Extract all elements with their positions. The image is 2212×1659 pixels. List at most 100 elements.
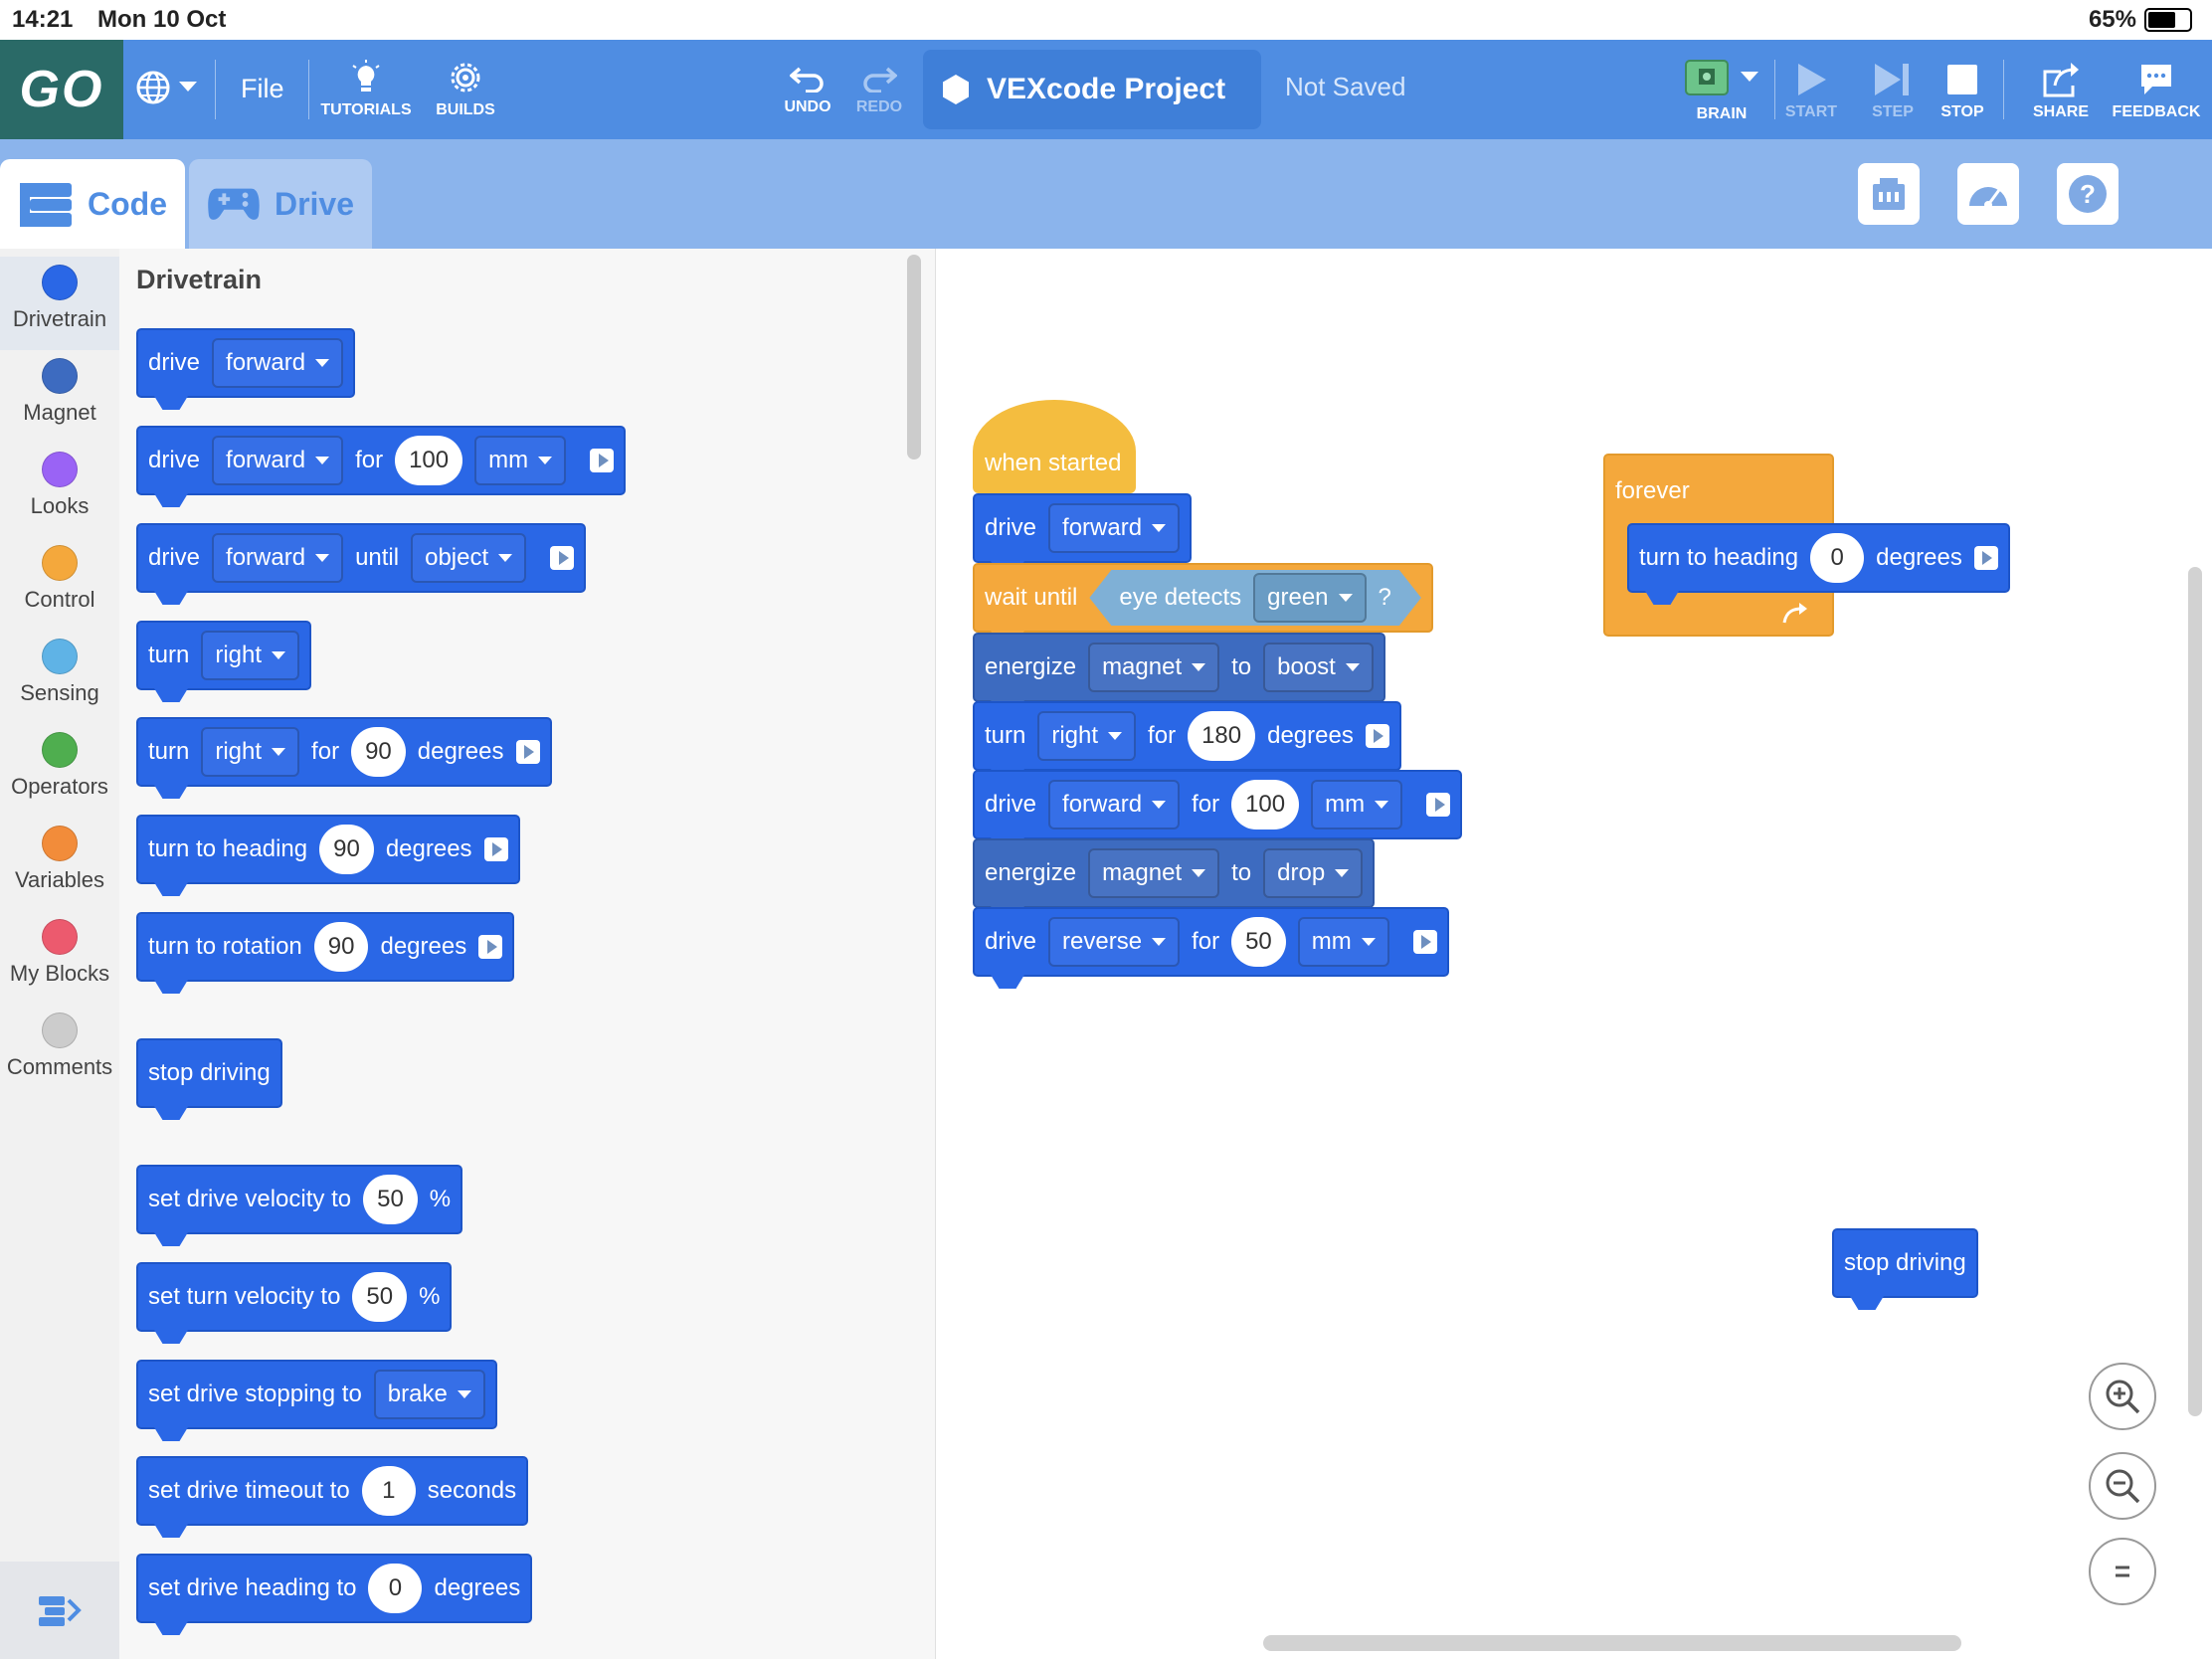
direction-dropdown[interactable]: reverse (1048, 917, 1181, 967)
drive-until-block[interactable]: drive forward until object (136, 523, 587, 593)
unit-dropdown[interactable]: mm (1311, 780, 1403, 830)
angle-input[interactable]: 90 (351, 727, 406, 777)
set-drive-timeout-block[interactable]: set drive timeout to 1 seconds (136, 1456, 529, 1526)
zoom-reset-button[interactable] (2089, 1538, 2156, 1605)
color-dropdown[interactable]: green (1253, 573, 1366, 623)
expand-arrow-icon[interactable] (478, 935, 503, 959)
step-button[interactable]: STEP (1858, 54, 1928, 129)
tab-drive[interactable]: Drive (189, 159, 372, 249)
zoom-out-button[interactable] (2089, 1452, 2156, 1520)
drive-for-block[interactable]: drive forward for 100 mm (973, 770, 1463, 839)
zoom-in-button[interactable] (2089, 1363, 2156, 1430)
turn-for-block[interactable]: turn right for 90 degrees (136, 717, 552, 787)
drive-for-block[interactable]: drive reverse for 50 mm (973, 907, 1449, 977)
rotation-input[interactable]: 90 (313, 922, 369, 972)
angle-input[interactable]: 180 (1188, 711, 1256, 761)
velocity-input[interactable]: 50 (352, 1272, 408, 1322)
device-info-button[interactable] (1858, 163, 1920, 225)
magnet-mode-dropdown[interactable]: boost (1263, 643, 1374, 692)
go-logo: GO (0, 40, 123, 139)
heading-input[interactable]: 0 (1810, 533, 1865, 583)
distance-input[interactable]: 50 (1231, 917, 1286, 967)
magnet-mode-dropdown[interactable]: drop (1263, 848, 1364, 898)
category-comments[interactable]: Comments (0, 1005, 119, 1098)
expand-arrow-icon[interactable] (1412, 930, 1437, 954)
turn-for-block[interactable]: turn right for 180 degrees (973, 701, 1401, 771)
expand-arrow-icon[interactable] (550, 546, 575, 570)
share-button[interactable]: SHARE (2025, 54, 2097, 129)
vertical-scrollbar[interactable] (2188, 567, 2202, 1416)
stop-button[interactable]: STOP (1928, 54, 1997, 129)
direction-dropdown[interactable]: forward (1048, 780, 1181, 830)
expand-arrow-icon[interactable] (483, 837, 508, 861)
condition-dropdown[interactable]: object (411, 533, 527, 583)
turn-to-heading-block[interactable]: turn to heading 0 degrees (1627, 523, 2010, 593)
turn-direction-dropdown[interactable]: right (201, 727, 300, 777)
feedback-button[interactable]: FEEDBACK (2109, 54, 2204, 129)
category-looks[interactable]: Looks (0, 444, 119, 537)
expand-arrow-icon[interactable] (515, 740, 540, 764)
distance-input[interactable]: 100 (1231, 780, 1300, 830)
redo-button[interactable]: REDO (839, 54, 919, 125)
tutorials-button[interactable]: TUTORIALS (316, 54, 416, 125)
direction-dropdown[interactable]: forward (1048, 503, 1181, 553)
direction-dropdown[interactable]: forward (212, 533, 344, 583)
category-operators[interactable]: Operators (0, 724, 119, 818)
expand-arrow-icon[interactable] (590, 449, 615, 472)
set-turn-velocity-block[interactable]: set turn velocity to 50 % (136, 1262, 453, 1332)
turn-block[interactable]: turn right (136, 621, 312, 690)
direction-dropdown[interactable]: forward (212, 436, 344, 485)
direction-dropdown[interactable]: forward (212, 338, 344, 388)
expand-arrow-icon[interactable] (1365, 724, 1389, 748)
gauge-icon (1969, 187, 2007, 209)
expand-arrow-icon[interactable] (1426, 793, 1451, 817)
dashboard-button[interactable] (1957, 163, 2019, 225)
velocity-input[interactable]: 50 (363, 1175, 418, 1224)
expand-arrow-icon[interactable] (1973, 546, 1998, 570)
category-sensing[interactable]: Sensing (0, 631, 119, 724)
timeout-input[interactable]: 1 (361, 1466, 416, 1516)
project-name-field[interactable]: VEXcode Project (923, 50, 1261, 129)
horizontal-scrollbar[interactable] (1263, 1635, 1961, 1651)
magnet-dropdown[interactable]: magnet (1088, 643, 1220, 692)
heading-input[interactable]: 0 (368, 1564, 423, 1613)
set-drive-velocity-block[interactable]: set drive velocity to 50 % (136, 1165, 463, 1234)
wait-until-block[interactable]: wait until eye detects green ? (973, 563, 1433, 633)
stop-driving-block[interactable]: stop driving (136, 1038, 282, 1108)
magnet-dropdown[interactable]: magnet (1088, 848, 1220, 898)
help-button[interactable]: ? (2057, 163, 2119, 225)
file-menu[interactable]: File (241, 74, 284, 103)
unit-dropdown[interactable]: mm (474, 436, 567, 485)
energize-magnet-block[interactable]: energize magnet to drop (973, 838, 1376, 908)
when-started-block[interactable]: when started (973, 400, 1136, 493)
set-drive-stopping-block[interactable]: set drive stopping to brake (136, 1360, 497, 1429)
category-variables[interactable]: Variables (0, 818, 119, 911)
eye-detects-condition[interactable]: eye detects green ? (1089, 570, 1421, 626)
category-drivetrain[interactable]: Drivetrain (0, 257, 119, 350)
distance-input[interactable]: 100 (395, 436, 463, 485)
turn-to-heading-block[interactable]: turn to heading 90 degrees (136, 815, 520, 884)
category-magnet[interactable]: Magnet (0, 350, 119, 444)
undo-button[interactable]: UNDO (768, 54, 847, 125)
brain-button[interactable]: BRAIN (1667, 54, 1776, 129)
extensions-button[interactable] (0, 1562, 119, 1659)
heading-input[interactable]: 90 (319, 825, 374, 874)
turn-to-rotation-block[interactable]: turn to rotation 90 degrees (136, 912, 515, 982)
drive-block[interactable]: drive forward (136, 328, 356, 398)
energize-magnet-block[interactable]: energize magnet to boost (973, 633, 1385, 702)
palette-scrollbar[interactable] (907, 255, 921, 460)
turn-direction-dropdown[interactable]: right (1037, 711, 1137, 761)
category-control[interactable]: Control (0, 537, 119, 631)
unit-dropdown[interactable]: mm (1297, 917, 1389, 967)
language-menu-button[interactable] (135, 70, 197, 105)
drive-for-block[interactable]: drive forward for 100 mm (136, 426, 627, 495)
category-my-blocks[interactable]: My Blocks (0, 911, 119, 1005)
set-drive-heading-block[interactable]: set drive heading to 0 degrees (136, 1554, 533, 1623)
drive-block[interactable]: drive forward (973, 493, 1193, 563)
tab-code[interactable]: Code (0, 159, 185, 249)
stopping-mode-dropdown[interactable]: brake (373, 1370, 485, 1419)
turn-direction-dropdown[interactable]: right (201, 631, 300, 680)
builds-button[interactable]: BUILDS (416, 54, 515, 125)
start-button[interactable]: START (1776, 54, 1846, 129)
stop-driving-block[interactable]: stop driving (1832, 1228, 1978, 1298)
